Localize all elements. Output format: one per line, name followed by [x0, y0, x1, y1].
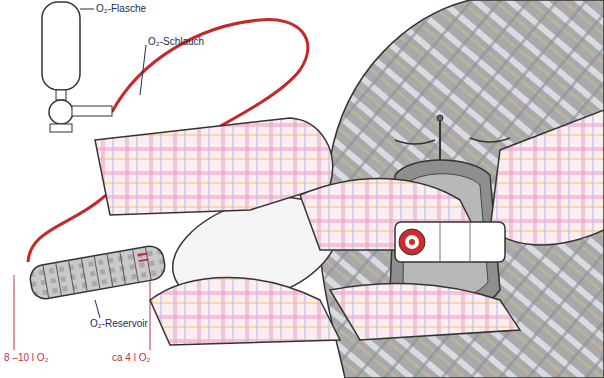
part-label: O₂-Reservoir	[90, 318, 148, 330]
valve-target-ring	[405, 235, 419, 249]
leader-line	[14, 275, 15, 350]
arm-sleeve	[95, 118, 333, 215]
reservoir-ribs	[43, 247, 151, 299]
pressure-gauge	[49, 100, 73, 124]
leader-line	[150, 272, 151, 350]
leader-line	[80, 9, 94, 10]
closed-eyes	[395, 138, 510, 144]
oxygen-reservoir	[28, 244, 167, 301]
valve-target-center	[409, 239, 415, 245]
part-label: 8 –10 l O₂	[4, 352, 48, 364]
cylinder-neck	[56, 90, 66, 100]
valve-target	[399, 229, 425, 255]
oxygen-cylinder	[42, 2, 80, 90]
reservoir-outlet	[138, 253, 149, 261]
part-label: ca 4 l O₂	[112, 352, 150, 364]
leader-line	[95, 300, 100, 318]
mask-spike	[439, 120, 441, 160]
patient-valve	[395, 222, 505, 262]
reservoir-tube	[28, 244, 167, 301]
mask-knob	[437, 115, 443, 121]
regulator	[72, 106, 112, 116]
part-label: O₂-Schlauch	[148, 36, 204, 48]
hand-on-mask	[490, 110, 604, 245]
valve-knob	[50, 124, 72, 132]
hand	[150, 278, 340, 346]
valve-ridges	[440, 222, 470, 262]
part-label: O₂-Flasche	[96, 3, 146, 15]
leader-line	[140, 45, 146, 95]
hand-on-mask	[330, 283, 520, 340]
